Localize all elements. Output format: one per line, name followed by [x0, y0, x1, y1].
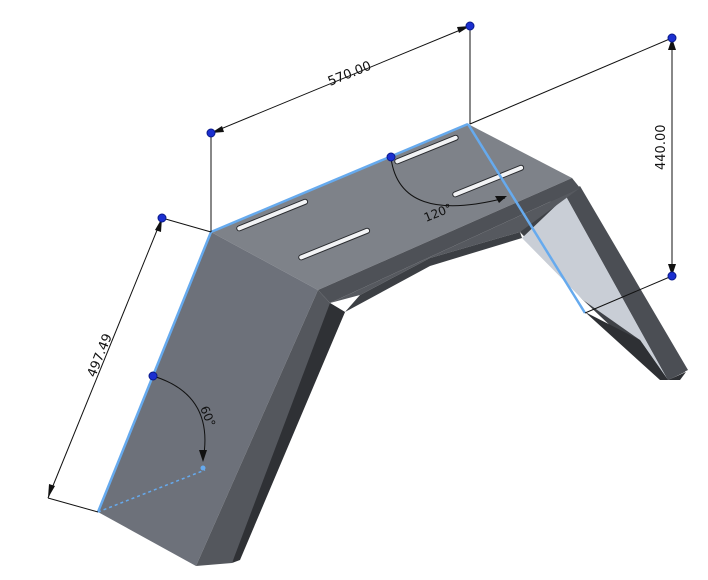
right-leg-inside-face	[522, 196, 668, 380]
sketch-point-icon[interactable]	[200, 465, 206, 471]
arch-inner-face	[345, 232, 522, 312]
extension-line	[584, 275, 673, 314]
slot	[394, 134, 459, 165]
sketch-handles[interactable]	[148, 21, 677, 471]
dimension-440-label[interactable]: 440.00	[654, 125, 669, 171]
arrowhead	[668, 38, 676, 50]
extension-line	[47, 497, 99, 513]
arrowhead	[668, 264, 676, 276]
left-leg-outer-face	[98, 232, 318, 566]
sketch-point-icon[interactable]	[206, 128, 216, 138]
top-face	[211, 124, 572, 290]
angle-arc-60	[152, 375, 206, 461]
arrowhead	[199, 450, 207, 462]
sketch-point-icon[interactable]	[667, 271, 677, 281]
slot	[236, 198, 309, 232]
arrowhead	[48, 484, 55, 498]
dimension-line-570	[210, 25, 471, 134]
extension-line	[469, 37, 673, 125]
sketch-point-icon[interactable]	[148, 371, 158, 381]
arrowhead	[495, 196, 507, 203]
sheet-metal-part[interactable]	[96, 122, 688, 566]
sketch-point-icon[interactable]	[667, 33, 677, 43]
sketch-point-icon[interactable]	[386, 152, 396, 162]
slots	[236, 134, 525, 261]
slot	[298, 227, 371, 261]
extension-line	[161, 217, 212, 233]
angle-arc-120	[390, 157, 506, 207]
selected-edge-right[interactable]	[466, 123, 587, 314]
left-leg-front-face	[196, 290, 345, 566]
right-leg-bottom-strip	[585, 312, 686, 380]
slot	[452, 164, 525, 198]
dimension-lines	[47, 25, 673, 513]
construction-line	[97, 469, 206, 513]
sketch-point-icon[interactable]	[157, 213, 167, 223]
top-front-edge	[318, 178, 580, 303]
right-leg-shadow-face	[566, 186, 688, 380]
selected-edge-top[interactable]	[210, 122, 469, 234]
arch-underside	[330, 188, 580, 303]
dimension-497-label[interactable]: 497.49	[85, 332, 116, 380]
dimension-line-497	[47, 217, 163, 499]
dimension-570-label[interactable]: 570.00	[326, 59, 374, 90]
sketch-point-icon[interactable]	[465, 21, 475, 31]
left-leg-edge	[232, 303, 345, 563]
